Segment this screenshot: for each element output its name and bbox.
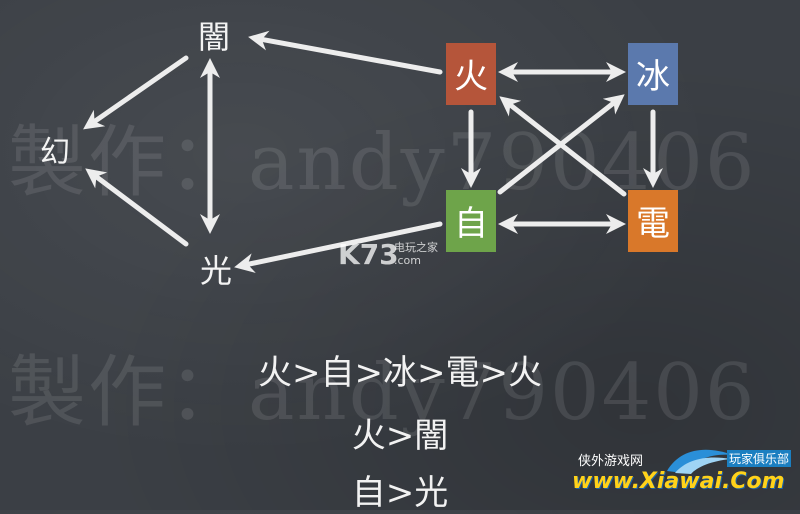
arrow-electric-to-fire [499,96,627,197]
box-self: 自 [446,190,496,252]
node-phantom: 幻 [40,135,70,170]
arrow-light-to-phantom [85,168,189,247]
box-ice-label: 冰 [636,57,670,97]
rule-fire-dark: 火>闇 [351,416,449,456]
box-electric: 電 [628,190,678,252]
wave-icon [667,449,733,474]
k73-sub-line2: .com [394,254,421,267]
k73-sub-line1: 电玩之家 [394,241,438,254]
xiawai-top-text: 侠外游戏网 [578,454,644,469]
watermark-bottom: 製作：andy790406 [8,348,757,438]
box-self-label: 自 [454,204,488,244]
k73-logo-sub: 电玩之家 .com [394,241,438,267]
rule-cycle: 火>自>冰>電>火 [258,353,542,393]
xiawai-logo: 侠外游戏网 玩家俱乐部 www.Xiawai.Com [570,445,795,505]
xiawai-right-text: 玩家俱乐部 [727,450,792,467]
arrow-self-to-light [234,221,443,273]
box-fire-label: 火 [454,57,488,97]
arrow-fire-to-dark [248,30,443,75]
node-light: 光 [200,252,232,290]
arrow-dark-to-phantom [83,55,189,130]
xiawai-main-text: www.Xiawai.Com [572,469,785,494]
box-electric-label: 電 [636,204,670,244]
k73-logo: K73 [338,238,399,271]
rule-self-light: 自>光 [351,473,449,513]
box-ice: 冰 [628,43,678,105]
node-dark: 闇 [198,18,230,56]
box-fire: 火 [446,43,496,105]
